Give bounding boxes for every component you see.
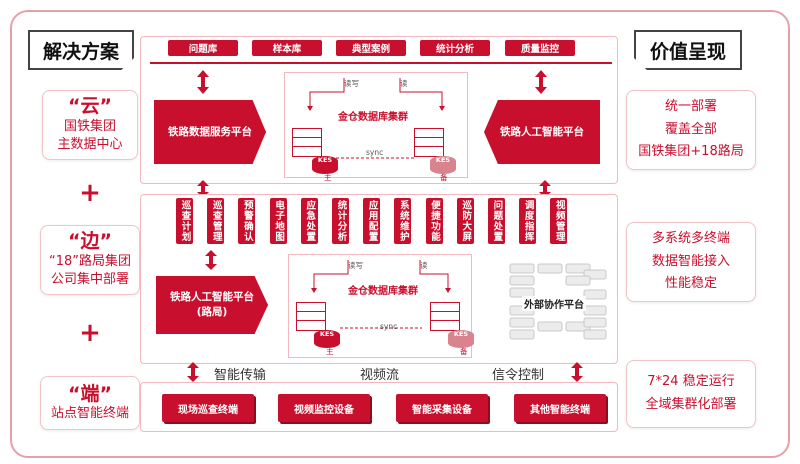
app-button-statistics[interactable]: 统计分析 (331, 198, 349, 244)
tabs-bus-line (150, 62, 612, 64)
up-down-arrow-icon (187, 362, 199, 382)
value-card-3: 7*24 稳定运行 全域集群化部署 (626, 360, 756, 428)
bureau-ai-platform-label-1: 铁路人工智能平台 (170, 291, 254, 304)
outer-frame (10, 10, 790, 458)
value-3-line-1: 7*24 稳定运行 (647, 374, 735, 390)
app-button-patrol-plan[interactable]: 巡查计划 (176, 198, 193, 244)
app-button-maintenance[interactable]: 系统维护 (394, 198, 412, 244)
end-card: “端” 站点智能终端 (40, 376, 140, 430)
tab-quality-monitor[interactable]: 质量监控 (505, 40, 575, 56)
up-down-arrow-icon (571, 362, 583, 382)
tab-issue-library[interactable]: 问题库 (168, 40, 238, 56)
app-button-emergency[interactable]: 应急处置 (300, 198, 318, 244)
railway-ai-platform-label: 铁路人工智能平台 (500, 125, 584, 138)
app-button-row: 巡查计划 巡查管理 预警确认 电子地图 应急处置 统计分析 应用配置 系统维护 … (176, 198, 568, 244)
up-down-arrow-icon (539, 180, 551, 198)
external-server-stack (509, 263, 607, 340)
edge-standby-role: 备 (460, 347, 468, 356)
value-1-line-1: 统一部署 (664, 98, 717, 114)
end-desc-1: 站点智能终端 (50, 406, 129, 422)
cloud-desc-1: 国铁集团 (63, 119, 116, 135)
up-down-arrow-icon (197, 70, 209, 94)
edge-db-connectors (311, 260, 451, 329)
value-3-line-2: 全域集群化部署 (645, 397, 737, 412)
database-icon: KES (430, 156, 456, 174)
tab-typical-cases[interactable]: 典型案例 (336, 40, 406, 56)
bureau-ai-platform: 铁路人工智能平台 (路局) (156, 276, 268, 334)
value-card-1: 统一部署 覆盖全部 国铁集团+18路局 (626, 90, 756, 170)
app-button-shortcuts[interactable]: 便捷功能 (425, 198, 443, 244)
app-button-dispatch[interactable]: 调度指挥 (519, 198, 537, 244)
cloud-standby-role: 备 (440, 173, 448, 182)
edge-title: “边” (68, 230, 112, 253)
app-button-video-manage[interactable]: 视频管理 (550, 198, 568, 244)
edge-primary-db-label: KES (319, 330, 335, 338)
cloud-db-connectors (307, 78, 445, 159)
cloud-primary-db-label: KES (317, 156, 333, 164)
edge-cluster-title: 金仓数据库集群 (348, 286, 418, 297)
app-button-big-screen[interactable]: 巡防大屏 (456, 198, 474, 244)
database-icon: KES (312, 156, 338, 174)
tab-statistics[interactable]: 统计分析 (420, 40, 490, 56)
terminal-smart-collection[interactable]: 智能采集设备 (396, 394, 488, 422)
app-button-e-map[interactable]: 电子地图 (269, 198, 287, 244)
stream-smart-transfer: 智能传输 (214, 368, 267, 383)
terminal-field-patrol[interactable]: 现场巡查终端 (162, 394, 254, 422)
plus-sign-2: + (79, 318, 101, 348)
cloud-title: “云” (68, 95, 112, 118)
cloud-sync-label: sync (366, 148, 384, 157)
external-platform-label: 外部协作平台 (522, 296, 586, 311)
solution-title: 解决方案 (28, 30, 134, 70)
up-down-arrow-icon (205, 250, 217, 270)
value-title: 价值呈现 (634, 30, 742, 70)
cloud-standby-db-label: KES (435, 156, 451, 164)
edge-card: “边” “18”路局集团 公司集中部署 (40, 225, 140, 295)
value-card-2: 多系统多终端 数据智能接入 性能稳定 (626, 222, 756, 302)
railway-data-service-platform: 铁路数据服务平台 (154, 100, 266, 164)
value-2-line-2: 数据智能接入 (651, 253, 730, 269)
cloud-read-label: 读 (400, 79, 408, 88)
edge-desc-2: 公司集中部署 (50, 272, 129, 288)
server-icon (292, 128, 322, 157)
value-1-line-3: 国铁集团+18路局 (638, 144, 744, 160)
edge-read-label: 读 (420, 261, 428, 270)
value-2-line-3: 性能稳定 (664, 276, 717, 292)
cloud-read-write-label: 读写 (344, 79, 359, 88)
terminal-other[interactable]: 其他智能终端 (514, 394, 606, 422)
app-button-issue-handling[interactable]: 问题处置 (487, 198, 505, 244)
railway-ai-platform: 铁路人工智能平台 (484, 100, 600, 164)
up-down-arrow-icon (535, 70, 547, 94)
value-2-line-1: 多系统多终端 (651, 230, 730, 246)
terminal-video-surveillance[interactable]: 视频监控设备 (278, 394, 370, 422)
cloud-cluster-title: 金仓数据库集群 (338, 112, 408, 123)
up-down-arrow-icon (197, 180, 209, 198)
edge-desc-1: “18”路局集团 (48, 254, 131, 270)
database-icon: KES (448, 330, 474, 348)
app-button-app-config[interactable]: 应用配置 (363, 198, 381, 244)
railway-data-service-platform-label: 铁路数据服务平台 (168, 125, 252, 138)
edge-primary-role: 主 (326, 347, 334, 356)
database-icon: KES (314, 330, 340, 348)
server-icon (430, 302, 460, 331)
tab-sample-library[interactable]: 样本库 (252, 40, 322, 56)
edge-sync-label: sync (380, 322, 398, 331)
stream-signaling: 信令控制 (492, 368, 545, 383)
plus-sign-1: + (79, 178, 101, 208)
cloud-desc-2: 主数据中心 (57, 137, 123, 153)
server-icon (296, 302, 326, 331)
end-title: “端” (68, 382, 112, 405)
cloud-card: “云” 国铁集团 主数据中心 (42, 90, 138, 160)
bureau-ai-platform-label-2: (路局) (196, 306, 228, 318)
cloud-primary-role: 主 (324, 173, 332, 182)
edge-read-write-label: 读写 (348, 261, 363, 270)
edge-standby-db-label: KES (453, 330, 469, 338)
app-button-alert-confirm[interactable]: 预警确认 (238, 198, 256, 244)
app-button-patrol-manage[interactable]: 巡查管理 (207, 198, 225, 244)
value-1-line-2: 覆盖全部 (664, 121, 717, 137)
server-icon (414, 128, 444, 157)
stream-video: 视频流 (360, 368, 400, 383)
